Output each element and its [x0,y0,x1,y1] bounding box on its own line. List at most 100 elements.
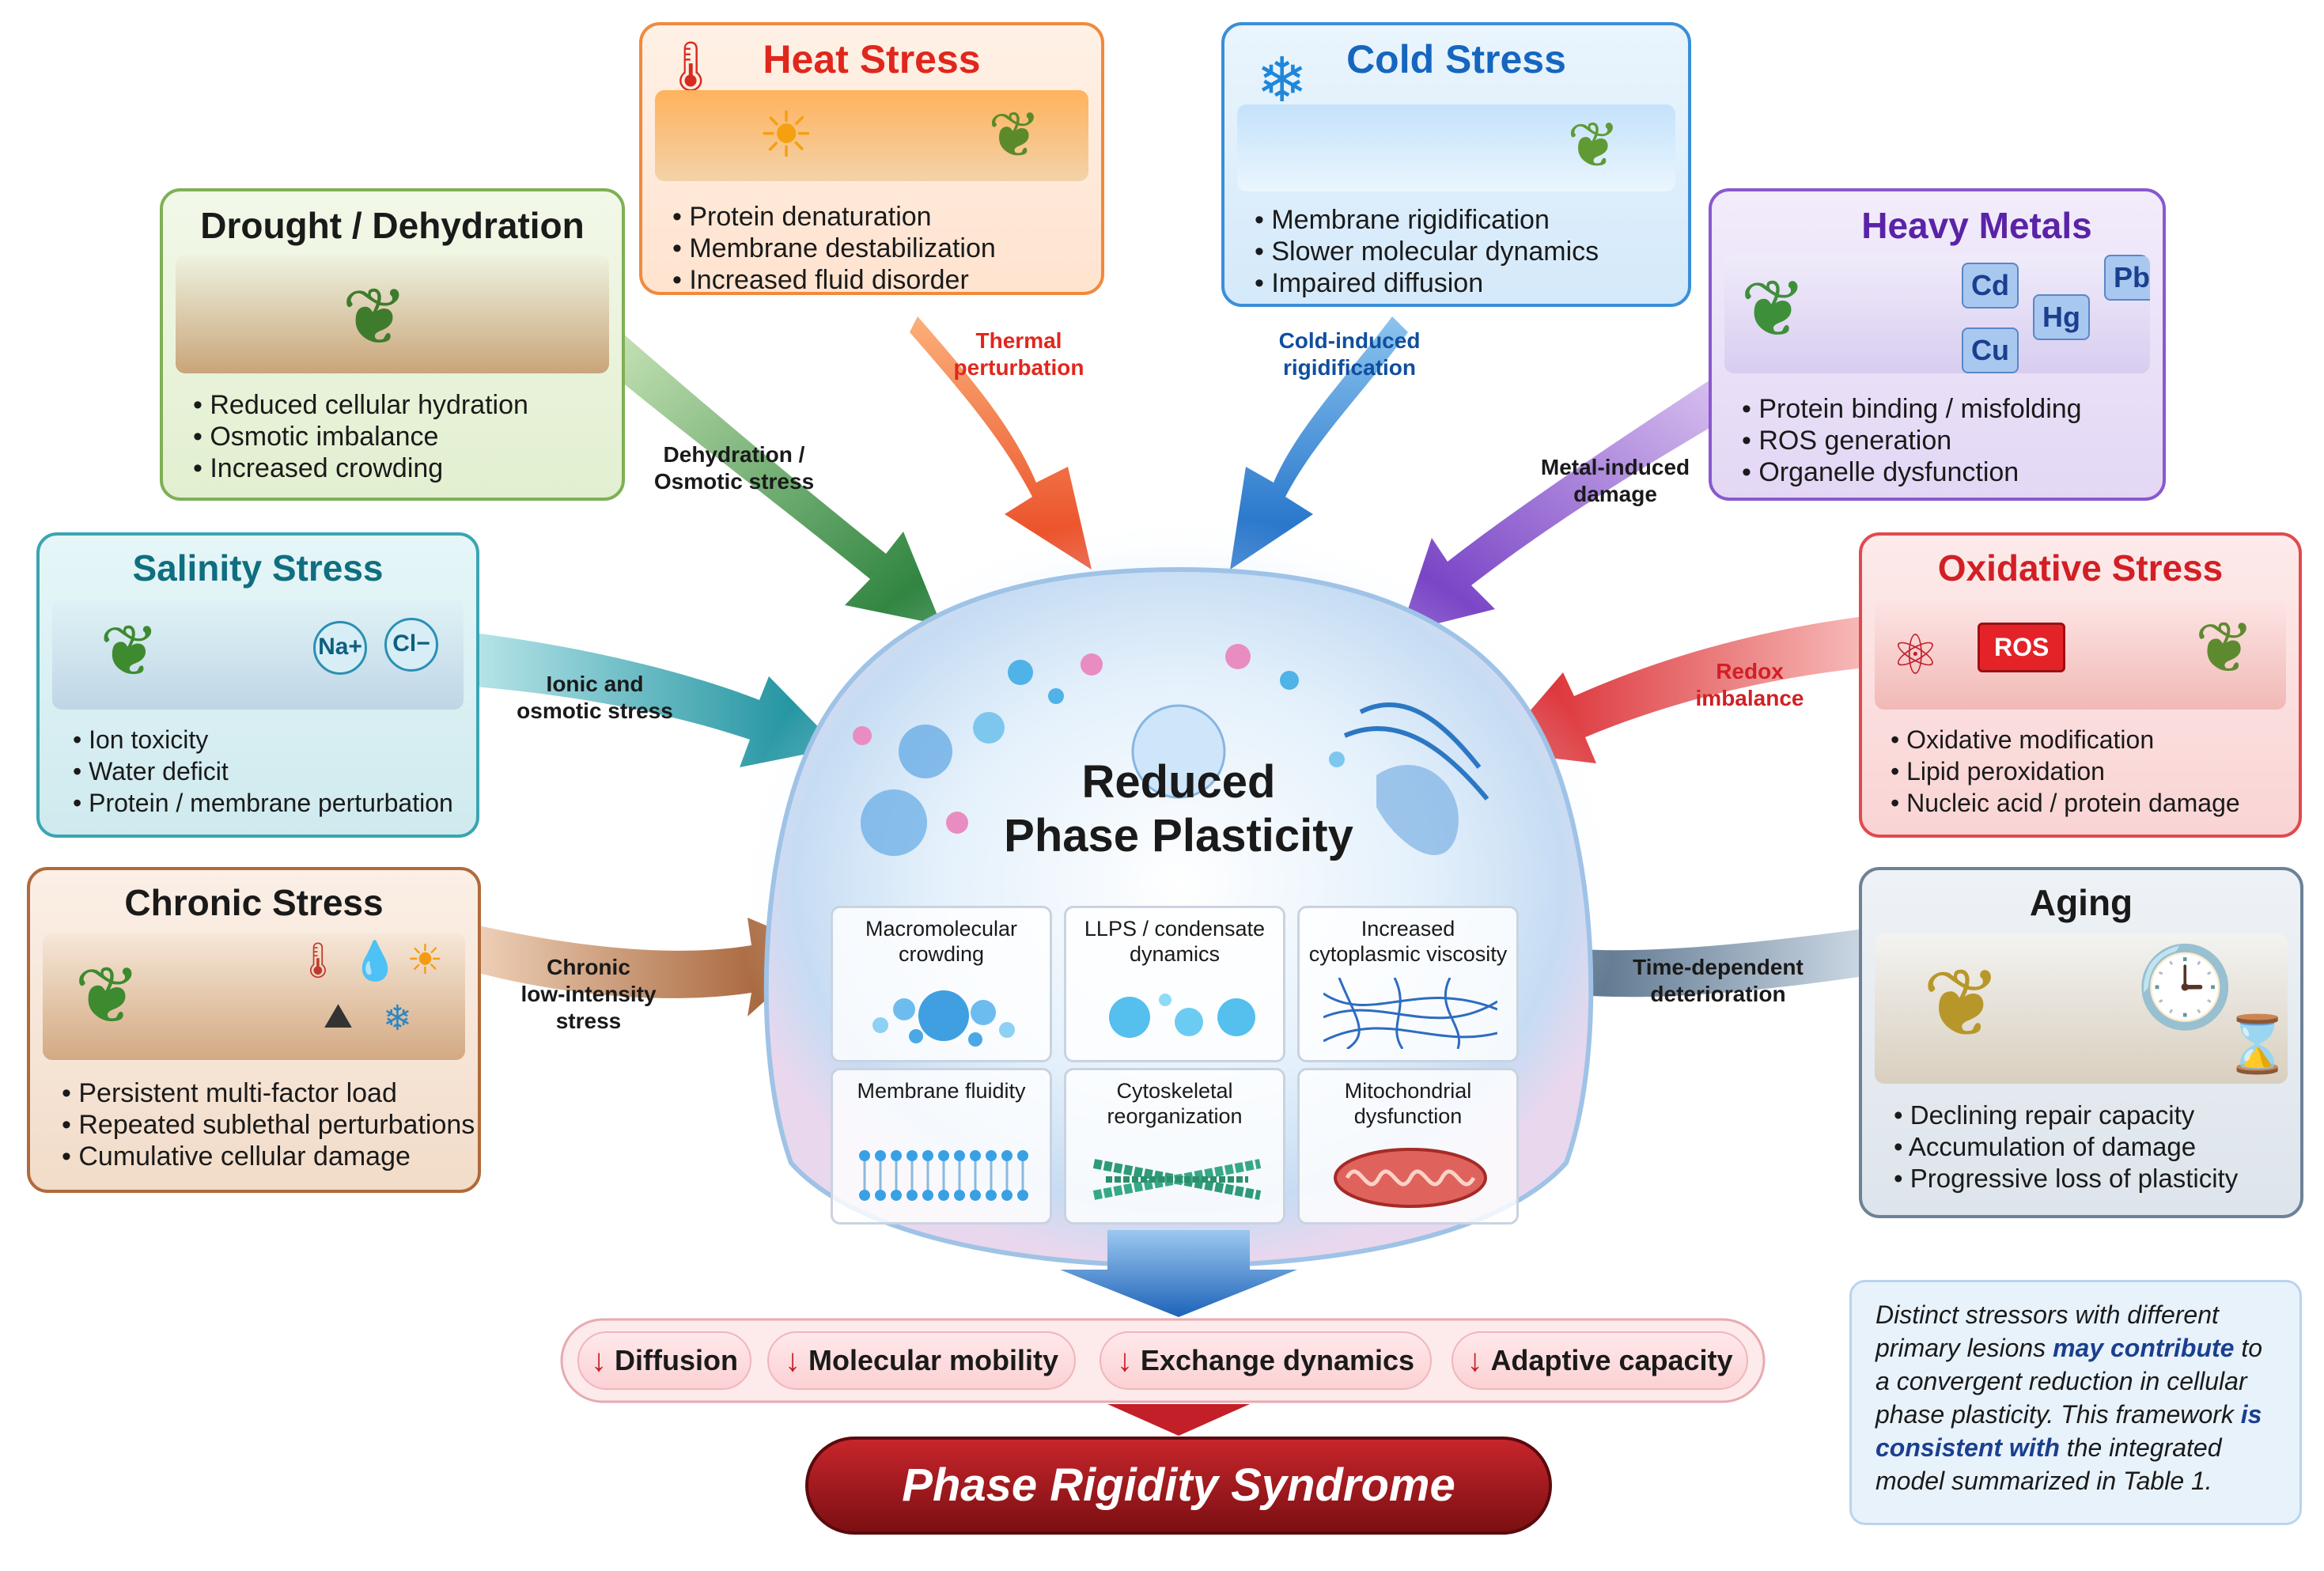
thermometer-icon: 🌡 [296,941,340,980]
aging-title: Aging [2029,882,2133,923]
element-cd: Cd [1962,263,2019,309]
sun-icon: ☀ [407,937,444,983]
drought-arrow-label: Dehydration / Osmotic stress [654,441,814,495]
aging-box: Aging ❦ 🕒 ⌛ Declining repair capacity Ac… [1859,867,2303,1218]
chronic-illustration: ❦ 🌡 💧 ☀ ⛰ ❄ [43,933,465,1060]
oxidative-arrow [1495,617,1859,763]
bullet: Ion toxicity [73,724,468,755]
drought-title: Drought / Dehydration [200,205,585,246]
heat-arrow [910,316,1092,570]
note-emphasis: is consistent with [1875,1400,2262,1462]
label-line: Thermal [975,328,1062,353]
metal-arrow-label: Metal-induced damage [1541,454,1690,508]
bullet: Declining repair capacity [1894,1100,2292,1131]
outcome-label: Diffusion [615,1344,738,1376]
bullet: Repeated sublethal perturbations [62,1109,475,1141]
heat-stress-title: Heat Stress [763,37,981,81]
hourglass-icon: ⌛ [2223,1013,2288,1075]
crowding-icon [872,990,1015,1047]
salinity-arrow-label: Ionic and osmotic stress [517,671,673,725]
down-arrow-icon: ↓ [784,1342,801,1378]
bullet: Increased fluid disorder [672,264,1093,292]
bullet: Water deficit [73,755,468,787]
center-title-line: Phase Plasticity [1004,810,1353,861]
mechanism-crowding: Macromolecular crowding [831,906,1052,1062]
drought-illustration: ❦ [176,255,609,373]
bullet: Increased crowding [193,452,614,484]
center-down-arrow [1060,1230,1297,1317]
salinity-illustration: ❦ Na+ Cl− [52,599,464,710]
droplets-icon [1109,994,1255,1038]
label-line: low-intensity [520,982,657,1006]
label-line: perturbation [953,355,1084,380]
bilayer-icon [859,1150,1028,1201]
element-cu: Cu [1962,327,2019,373]
label-line: Cold-induced [1278,328,1421,353]
drought-box: Drought / Dehydration ❦ Reduced cellular… [160,188,625,501]
outcome-diffusion: ↓ Diffusion [577,1331,751,1390]
chloride-ion: Cl− [384,618,438,672]
label-line: Redox [1716,659,1784,683]
outcome-adaptive: ↓ Adaptive capacity [1452,1331,1748,1390]
bullet: Reduced cellular hydration [193,389,614,421]
cold-icon: ❄ [383,999,412,1038]
mechanism-label: Membrane fluidity [857,1079,1026,1103]
seedling-icon: ❦ [100,612,160,691]
outcome-arrow [1107,1404,1250,1436]
bullet: Membrane rigidification [1255,204,1680,236]
heat-illustration: ☀ ❦ [655,90,1088,181]
snowflake-icon: ❄ [1256,45,1308,115]
filaments-icon [1092,1159,1262,1200]
sodium-ion: Na+ [313,621,367,675]
plant-icon: ❦ [1566,110,1620,180]
element-hg: Hg [2033,294,2090,340]
mountain-icon: ⛰ [324,997,353,1035]
label-line: Time-dependent [1633,955,1804,979]
heat-stress-box: Heat Stress 🌡 ☀ ❦ Protein denaturation M… [639,22,1104,295]
cold-stress-title: Cold Stress [1346,37,1566,81]
heavy-metals-title: Heavy Metals [1861,205,2092,246]
leaf-icon: ❦ [1740,265,1807,354]
cold-arrow [1230,316,1408,570]
bullet: Lipid peroxidation [1891,755,2291,787]
cold-stress-box: Cold Stress ❄ ❦ Membrane rigidification … [1221,22,1691,307]
mechanism-llps: LLPS / condensate dynamics [1064,906,1285,1062]
chronic-box: Chronic Stress ❦ 🌡 💧 ☀ ⛰ ❄ Persistent mu… [27,867,481,1193]
down-arrow-icon: ↓ [591,1342,607,1378]
label-line: deterioration [1650,982,1786,1006]
salinity-box: Salinity Stress ❦ Na+ Cl− Ion toxicity W… [36,532,479,838]
aging-illustration: ❦ 🕒 ⌛ [1875,933,2288,1084]
salinity-title: Salinity Stress [132,547,384,589]
mechanism-label: LLPS / condensate dynamics [1084,917,1266,966]
oxidative-title: Oxidative Stress [1937,547,2224,589]
bullet: Slower molecular dynamics [1255,236,1680,267]
mechanism-label: Mitochondrial dysfunction [1344,1079,1472,1128]
framework-note: Distinct stressors with different primar… [1849,1280,2302,1525]
heavy-metals-box: Heavy Metals ❦ Cd Pb Hg Cu Protein bindi… [1709,188,2166,501]
aging-arrow-label: Time-dependent deterioration [1633,954,1804,1008]
bullet: Cumulative cellular damage [62,1141,470,1172]
bullet: Progressive loss of plasticity [1894,1163,2292,1194]
molecule-icon: ⚛ [1891,624,1940,686]
oxidative-box: Oxidative Stress ⚛ ROS ❦ Oxidative modif… [1859,532,2302,838]
chronic-arrow [479,918,823,1016]
bullet: Impaired diffusion [1255,267,1680,299]
label-line: Chronic [547,955,630,979]
center-title-line: Reduced [1081,756,1276,808]
label-line: imbalance [1695,686,1804,710]
bullet: Accumulation of damage [1894,1131,2292,1163]
wilted-plant-icon: ❦ [1922,951,2002,1057]
outcome-label: Adaptive capacity [1490,1344,1733,1376]
outcome-mobility: ↓ Molecular mobility [767,1331,1076,1390]
bullet: Osmotic imbalance [193,421,614,452]
mechanism-membrane: Membrane fluidity [831,1068,1052,1225]
label-line: rigidification [1283,355,1416,380]
bullet: Protein binding / misfolding [1742,393,2155,425]
down-arrow-icon: ↓ [1467,1342,1483,1378]
note-text: to a convergent reduction in cellular ph… [1875,1334,2263,1429]
note-text: Distinct stressors with different primar… [1875,1300,2219,1362]
oxidative-illustration: ⚛ ROS ❦ [1875,599,2286,710]
mechanism-viscosity: Increased cytoplasmic viscosity [1297,906,1519,1062]
ros-badge: ROS [1978,623,2066,672]
oxidative-arrow-label: Redox imbalance [1696,658,1804,712]
